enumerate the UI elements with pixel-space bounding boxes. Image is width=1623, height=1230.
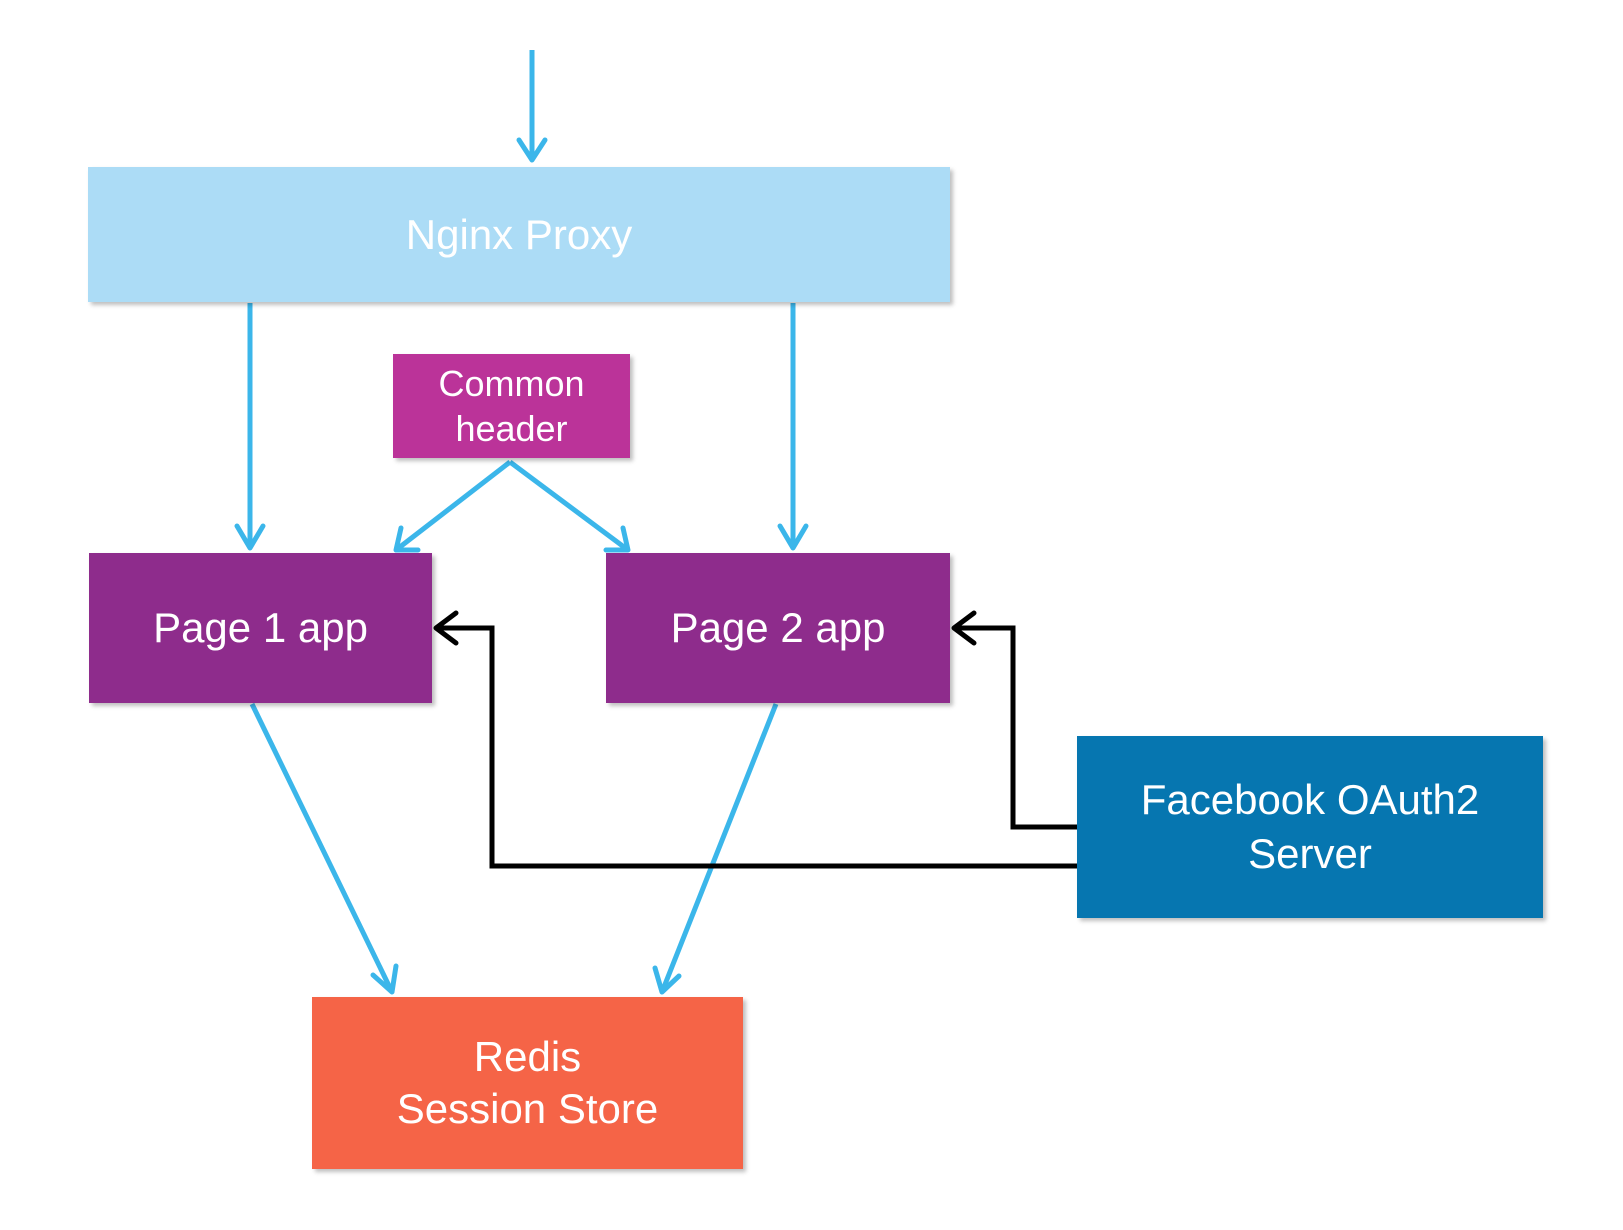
page2-app-node: Page 2 app	[606, 553, 950, 703]
redis-label-line1: Redis	[473, 1033, 582, 1080]
edge-page2-to-redis	[652, 703, 779, 995]
page1-app-node: Page 1 app	[89, 553, 432, 703]
facebook-oauth2-server-node: Facebook OAuth2 Server	[1077, 736, 1543, 918]
facebook-label-line2: Server	[1248, 830, 1372, 877]
edge-common-header-to-page2	[508, 459, 631, 553]
edge-facebook-to-page2	[951, 610, 1077, 830]
page1-app-label: Page 1 app	[153, 604, 368, 651]
common-header-label-line1: Common	[438, 363, 585, 404]
edge-facebook-to-page1	[433, 610, 1077, 869]
redis-label-line2: Session Store	[396, 1085, 659, 1132]
edge-nginx-to-page1	[234, 303, 266, 551]
edge-incoming-to-nginx	[516, 50, 548, 163]
facebook-label-line1: Facebook OAuth2	[1140, 776, 1480, 823]
redis-session-store-node: Redis Session Store	[312, 997, 743, 1169]
edge-nginx-to-page2	[777, 303, 809, 551]
page2-app-label: Page 2 app	[670, 604, 886, 651]
common-header-node: Common header	[393, 354, 630, 458]
nginx-proxy-label: Nginx Proxy	[405, 210, 633, 258]
edge-page1-to-redis	[249, 702, 399, 995]
edge-common-header-to-page1	[393, 460, 512, 553]
common-header-label-line2: header	[455, 408, 568, 449]
nginx-proxy-node: Nginx Proxy	[88, 167, 950, 302]
